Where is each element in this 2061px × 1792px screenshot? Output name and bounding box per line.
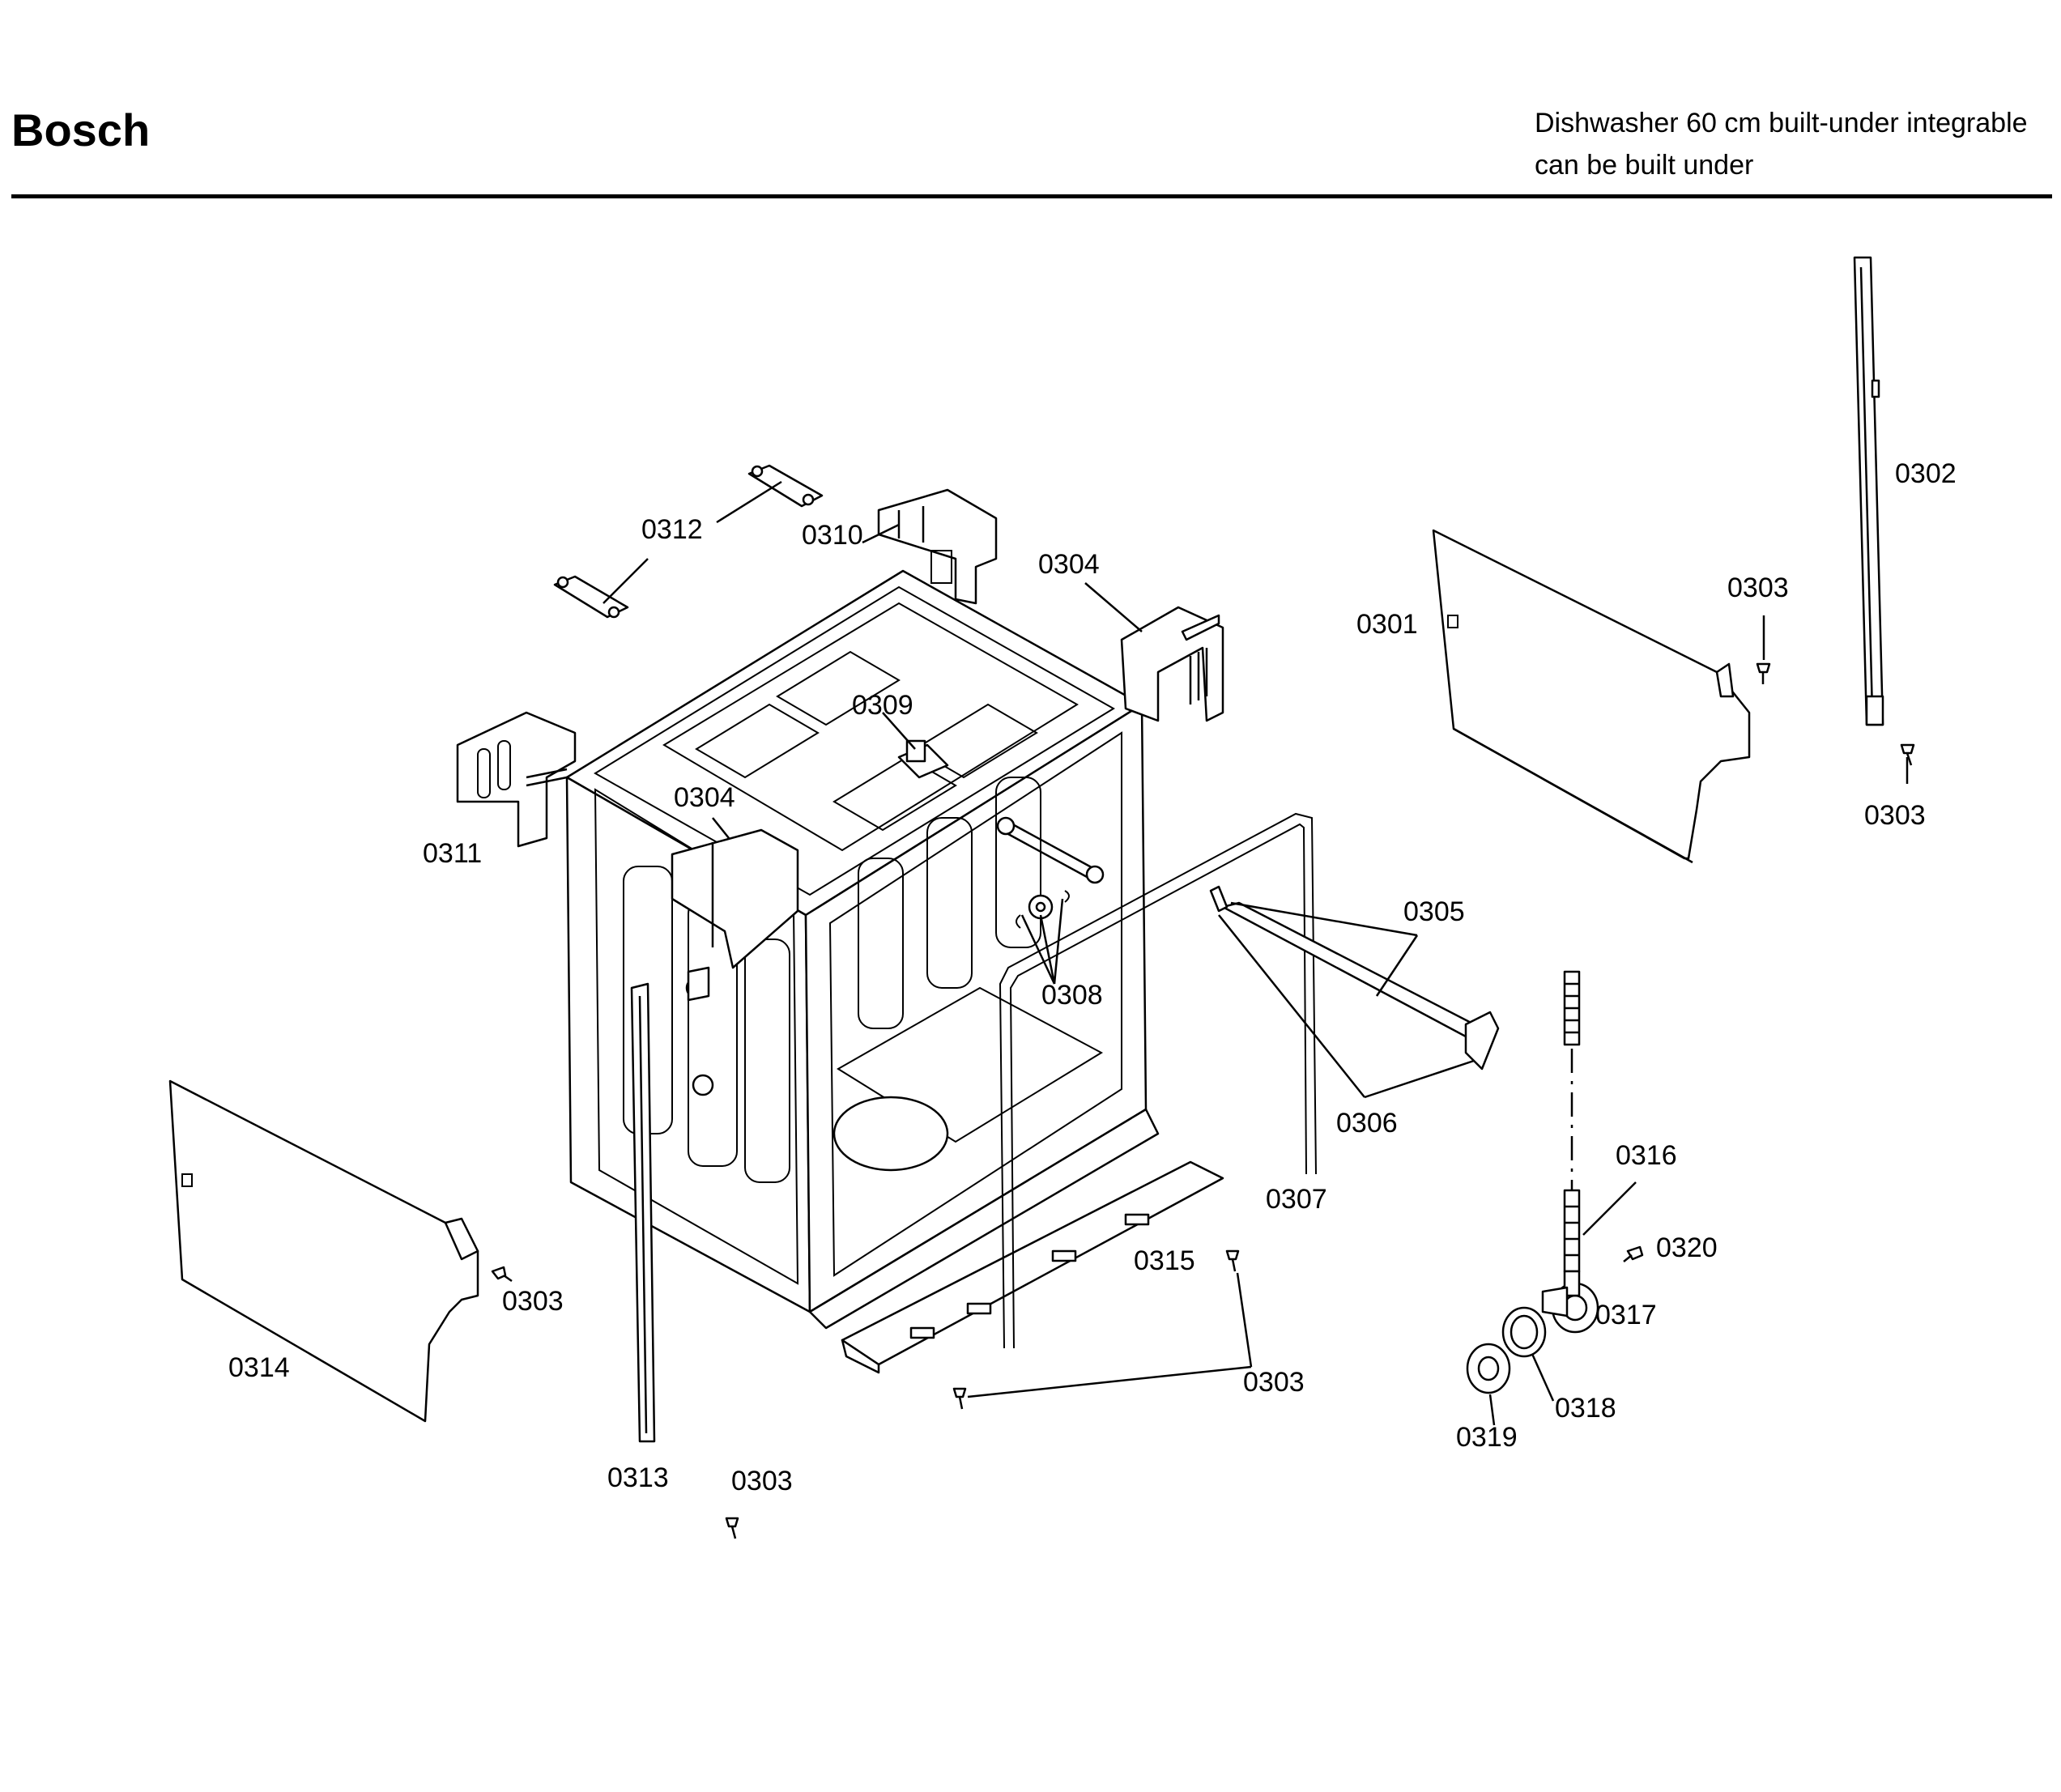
part-0307-door-seal bbox=[999, 812, 1317, 1349]
part-0301-side-panel bbox=[1432, 529, 1751, 864]
part-0314-side-panel bbox=[168, 1079, 479, 1423]
part-0302-strip bbox=[1853, 256, 1884, 726]
callout-0303-b: 0303 bbox=[1864, 800, 1926, 831]
callout-0310: 0310 bbox=[802, 520, 863, 551]
part-0318-ring bbox=[1501, 1306, 1547, 1358]
callout-0301: 0301 bbox=[1356, 609, 1418, 640]
screw-0303-right-bottom bbox=[1900, 743, 1915, 766]
screw-0303-left bbox=[491, 1266, 513, 1283]
callout-0314: 0314 bbox=[228, 1352, 290, 1383]
screw-0303-right-top bbox=[1756, 662, 1771, 684]
part-0311-bracket bbox=[456, 711, 577, 848]
part-0310-bracket bbox=[877, 488, 998, 605]
subtitle-line-1: Dishwasher 60 cm built-under integrable bbox=[1535, 108, 2028, 138]
callout-0312: 0312 bbox=[641, 514, 703, 545]
tub-body bbox=[565, 569, 1160, 1330]
callout-0303-d: 0303 bbox=[1243, 1367, 1305, 1398]
callout-labels: 0301 0302 0303 0303 0303 0303 0303 0304 … bbox=[228, 458, 1957, 1496]
callout-0304-a: 0304 bbox=[1038, 549, 1100, 580]
callout-0319: 0319 bbox=[1456, 1422, 1518, 1453]
callout-0313: 0313 bbox=[607, 1462, 669, 1493]
part-0304-bracket-rear bbox=[1120, 606, 1224, 722]
callout-0307: 0307 bbox=[1266, 1184, 1327, 1215]
callout-0306: 0306 bbox=[1336, 1108, 1398, 1139]
callout-0302: 0302 bbox=[1895, 458, 1957, 489]
part-0312-bracket-top bbox=[747, 464, 824, 508]
part-0312-bracket-bottom bbox=[553, 575, 629, 619]
part-0315-rail bbox=[841, 1160, 1224, 1374]
leader-lines bbox=[603, 480, 1909, 1426]
callout-0320: 0320 bbox=[1656, 1232, 1718, 1263]
callout-0305: 0305 bbox=[1403, 896, 1465, 927]
callout-0309: 0309 bbox=[852, 690, 913, 721]
screw-0303-bottom bbox=[725, 1517, 739, 1539]
header-divider bbox=[11, 194, 2052, 198]
screw-0303-bottom-right bbox=[1225, 1249, 1240, 1272]
part-0317-elbow bbox=[1541, 1270, 1599, 1334]
callout-0304-b: 0304 bbox=[674, 782, 735, 813]
callout-0311: 0311 bbox=[423, 838, 482, 869]
part-0304-bracket-front bbox=[671, 828, 799, 1002]
callout-0303-e: 0303 bbox=[731, 1466, 793, 1496]
callout-0308: 0308 bbox=[1041, 980, 1103, 1011]
part-0319-cap bbox=[1466, 1343, 1511, 1394]
callout-0315: 0315 bbox=[1134, 1245, 1195, 1276]
screw-0303-bottom-left bbox=[952, 1387, 967, 1410]
callout-0317: 0317 bbox=[1595, 1300, 1657, 1330]
callout-0303-a: 0303 bbox=[1727, 573, 1789, 603]
callout-0318: 0318 bbox=[1555, 1393, 1616, 1424]
callout-0303-c: 0303 bbox=[502, 1286, 564, 1317]
screw-0320 bbox=[1623, 1245, 1644, 1262]
callout-0316: 0316 bbox=[1616, 1140, 1677, 1171]
subtitle-line-2: can be built under bbox=[1535, 150, 1754, 181]
part-0316-hose bbox=[1563, 970, 1581, 1273]
diagram-subtitle: Dishwasher 60 cm built-under integrable … bbox=[1535, 102, 2028, 186]
part-0313-strip bbox=[630, 982, 656, 1443]
brand-title: Bosch bbox=[11, 104, 151, 155]
